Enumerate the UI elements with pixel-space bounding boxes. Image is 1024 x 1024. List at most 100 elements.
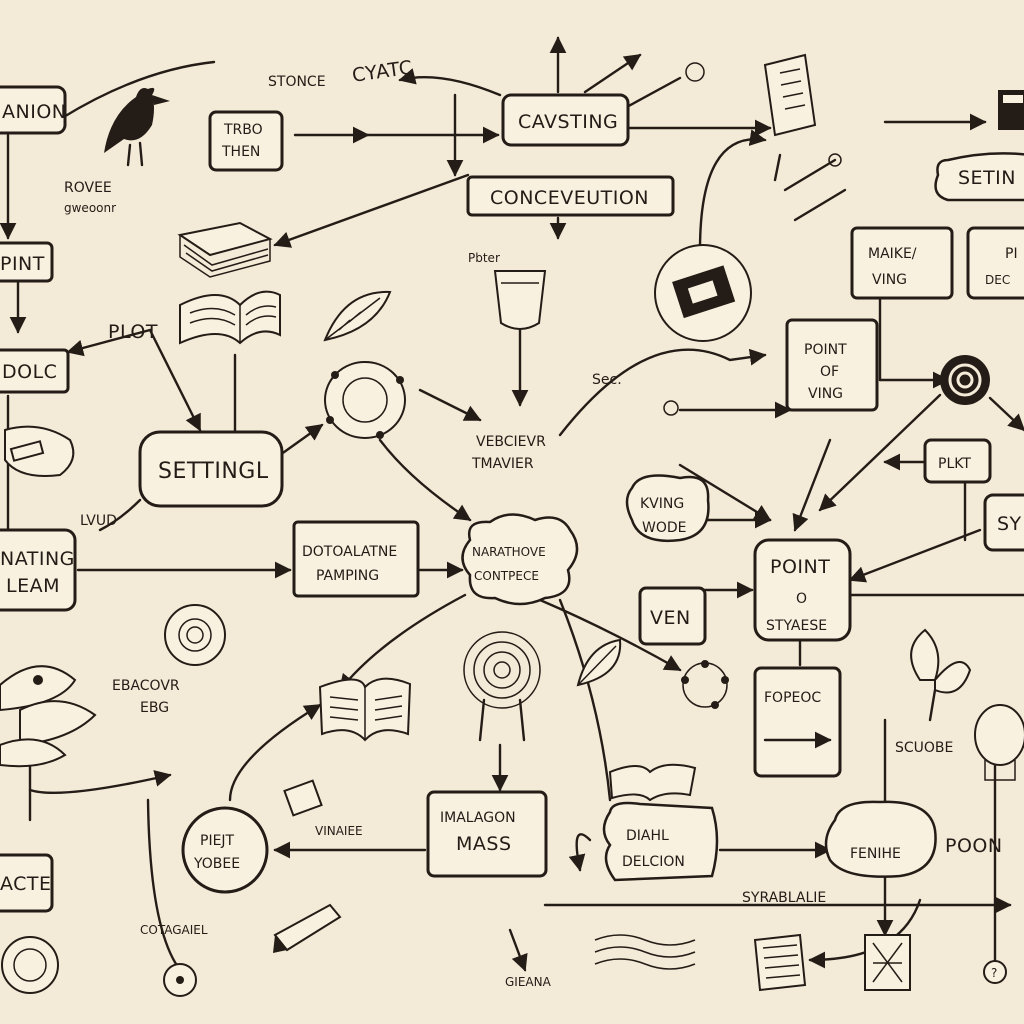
svg-text:THEN: THEN: [221, 144, 260, 160]
svg-text:TRBO: TRBO: [223, 122, 263, 138]
svg-text:LEAM: LEAM: [6, 575, 60, 597]
label-cyatc: CYATC: [351, 57, 414, 87]
spiral-icon: [940, 355, 990, 405]
svg-text:VING: VING: [808, 386, 843, 402]
small-circle-icon: [663, 400, 679, 416]
tablet-circle-icon: [654, 244, 752, 342]
key-icon: [685, 62, 705, 82]
svg-text:TMAVIER: TMAVIER: [471, 456, 534, 472]
label-pbter: Pbter: [468, 251, 500, 265]
node-maike-ving: MAIKE/ VING: [850, 226, 954, 300]
svg-text:CAVSTING: CAVSTING: [518, 111, 618, 133]
node-plkt: PLKT: [923, 438, 992, 484]
book-icon-4: [753, 933, 807, 992]
svg-text:PAMPING: PAMPING: [316, 568, 379, 584]
svg-text:DIAHL: DIAHL: [626, 828, 669, 844]
node-setting: SETTINGL: [138, 430, 284, 508]
svg-text:DOLC: DOLC: [2, 361, 57, 383]
ornate-card-icon: [864, 934, 911, 991]
label-rovee: ROVEE: [64, 180, 112, 196]
cup-icon: [493, 270, 547, 330]
rose-icon: [164, 604, 226, 666]
svg-text:DEC: DEC: [985, 273, 1010, 287]
node-casting: CAVSTING: [501, 93, 630, 147]
svg-text:SETIN: SETIN: [958, 167, 1016, 189]
book-icon-3: [608, 763, 697, 802]
rock-icon: [4, 425, 75, 477]
svg-text:ANION: ANION: [2, 101, 66, 123]
node-vebcievr: VEBCIEVR TMAVIER: [471, 434, 546, 472]
node-fenihe: FENIHE: [824, 800, 937, 878]
bracelet-icon: [681, 660, 729, 709]
label-ebg: EBG: [140, 700, 169, 716]
label-ebacovr: EBACOVR: [112, 678, 180, 694]
node-narathove: NARATHOVE CONTPECE: [461, 513, 579, 606]
frame-icon: [763, 53, 817, 137]
feather-icon: [323, 290, 392, 342]
node-sy: SY: [983, 493, 1024, 552]
label-sec: Sec.: [592, 372, 622, 388]
svg-text:KVING: KVING: [640, 496, 684, 512]
label-cotagaiel: COTAGAIEL: [140, 923, 208, 937]
book-open-icon: [179, 290, 281, 345]
svg-text:ACTE: ACTE: [0, 873, 52, 895]
flower-icon: [910, 628, 972, 722]
node-nating-leam: NATING LEAM: [0, 528, 77, 612]
svg-text:SY: SY: [997, 513, 1022, 535]
svg-text:NARATHOVE: NARATHOVE: [472, 545, 546, 559]
svg-text:DELCION: DELCION: [622, 854, 685, 870]
scroll-wave-icon: [594, 934, 696, 970]
question-icon: ?: [983, 960, 1007, 984]
pouch-icon: [163, 963, 197, 997]
label-vinaiee: VINAIEE: [315, 824, 363, 838]
svg-text:PLOT: PLOT: [108, 321, 158, 343]
node-plot: PLOT: [108, 321, 158, 343]
label-scuobe: SCUOBE: [895, 740, 953, 756]
bird-icon: [104, 87, 170, 167]
label-stonce: STONCE: [268, 74, 326, 90]
node-pint: PINT: [0, 241, 54, 283]
tools-icon: [773, 153, 847, 222]
svg-text:O: O: [796, 591, 807, 607]
svg-text:PINT: PINT: [0, 253, 45, 275]
fingerprint-icon: [463, 631, 541, 742]
svg-text:MASS: MASS: [456, 833, 512, 855]
node-piejt-yobee: PIEJT YOBEE: [181, 806, 269, 894]
svg-text:PI: PI: [1005, 246, 1018, 262]
node-ven: VEN: [638, 586, 707, 646]
svg-text:?: ?: [991, 966, 997, 980]
svg-text:DOTOALATNE: DOTOALATNE: [302, 544, 397, 560]
bulb-icon: [974, 704, 1024, 781]
pen-icon: [273, 903, 342, 953]
svg-text:YOBEE: YOBEE: [193, 856, 240, 872]
svg-text:CONTPECE: CONTPECE: [474, 569, 539, 583]
node-conceveution: CONCEVEUTION: [466, 175, 675, 217]
node-point-styaese: POINT O STYAESE: [753, 538, 852, 642]
node-acte: ACTE: [0, 853, 54, 913]
svg-text:POINT: POINT: [770, 556, 830, 578]
node-kving-wode: KVING WODE: [625, 474, 710, 543]
svg-text:PIEJT: PIEJT: [200, 833, 235, 849]
node-diahl-delcion: DIAHL DELCION: [602, 801, 719, 882]
label-lvud: LVUD: [80, 513, 117, 529]
svg-text:MAIKE/: MAIKE/: [868, 246, 917, 262]
svg-text:POINT: POINT: [804, 342, 847, 358]
machine-icon: [324, 361, 406, 439]
node-point-of-ving: POINT OF VING: [785, 318, 879, 412]
svg-text:VEBCIEVR: VEBCIEVR: [476, 434, 546, 450]
svg-text:PLKT: PLKT: [938, 456, 971, 472]
svg-text:CONCEVEUTION: CONCEVEUTION: [490, 187, 649, 209]
label-gieana: GIEANA: [505, 975, 552, 989]
node-fopeoc: FOPEOC: [753, 666, 842, 778]
svg-text:OF: OF: [820, 364, 839, 380]
svg-text:SETTINGL: SETTINGL: [158, 459, 269, 484]
svg-text:VEN: VEN: [650, 607, 691, 629]
mask-icon: [283, 779, 323, 817]
node-dolc: DOLC: [0, 348, 70, 394]
svg-text:VING: VING: [872, 272, 907, 288]
svg-text:FOPEOC: FOPEOC: [764, 690, 821, 706]
leaves-icon: [0, 665, 97, 768]
emblem-icon: [1, 936, 59, 994]
connector-lines: [0, 36, 1024, 982]
